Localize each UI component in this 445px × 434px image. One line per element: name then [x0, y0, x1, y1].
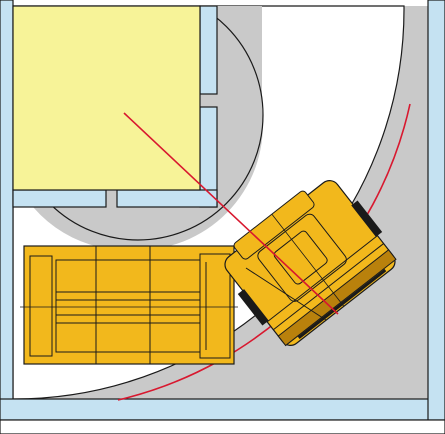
- pivot-circle-outline: [13, 6, 264, 241]
- machine-rear-section: [20, 245, 238, 365]
- inner-reference-line: [245, 267, 327, 321]
- radius-line: [123, 112, 339, 315]
- machine-front-section: [224, 179, 397, 347]
- storage-area: [12, 5, 201, 191]
